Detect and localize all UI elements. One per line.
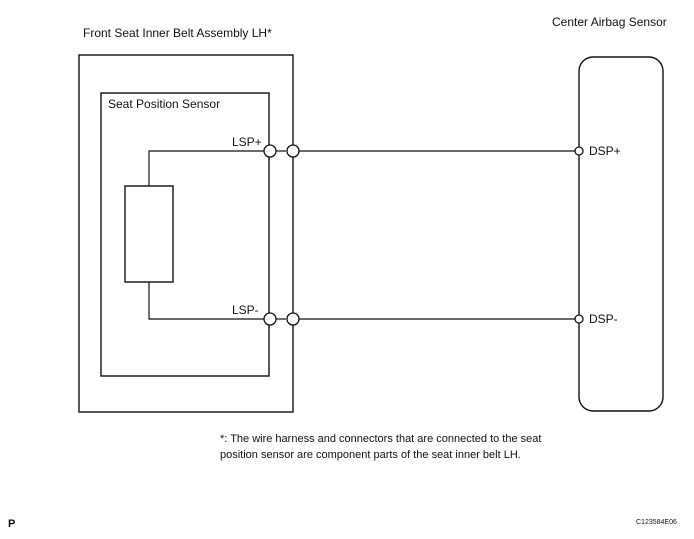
- figure-id: C123584E06: [636, 519, 677, 526]
- dsp-minus-label: DSP-: [589, 312, 618, 326]
- assembly-outline: [78, 54, 294, 413]
- lsp-plus-label: LSP+: [232, 135, 262, 149]
- center-airbag-sensor-outline: [578, 56, 664, 412]
- sensor-title: Center Airbag Sensor: [552, 15, 667, 29]
- footnote-line-1: *: The wire harness and connectors that …: [220, 433, 541, 445]
- seat-position-sensor-label: Seat Position Sensor: [108, 97, 220, 111]
- internal-wire-bottom: [148, 282, 268, 320]
- seat-position-sensor-outline: [100, 92, 270, 377]
- terminal-dsp-minus: [574, 314, 584, 324]
- resistor-symbol: [124, 185, 174, 283]
- terminal-harness-bottom: [286, 312, 300, 326]
- corner-mark-left: P: [8, 518, 15, 530]
- lsp-minus-label: LSP-: [232, 303, 259, 317]
- dsp-plus-label: DSP+: [589, 144, 621, 158]
- internal-wire-top: [148, 150, 268, 186]
- assembly-title: Front Seat Inner Belt Assembly LH*: [83, 26, 272, 40]
- footnote-line-2: position sensor are component parts of t…: [220, 449, 521, 461]
- terminal-dsp-plus: [574, 146, 584, 156]
- terminal-lsp-plus: [263, 144, 277, 158]
- terminal-harness-top: [286, 144, 300, 158]
- terminal-lsp-minus: [263, 312, 277, 326]
